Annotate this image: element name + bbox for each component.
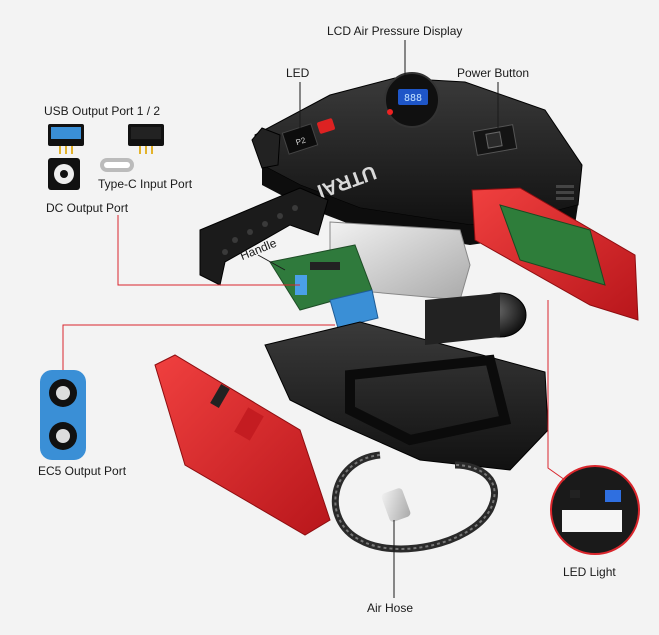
type-c-port-icon — [100, 158, 134, 172]
leader-lines — [257, 40, 499, 598]
label-air-hose: Air Hose — [367, 601, 414, 615]
led-panel: P2 — [281, 118, 335, 155]
label-type-c-input: Type-C Input Port — [98, 177, 193, 191]
label-led: LED — [286, 66, 310, 80]
usb-port-2-icon — [128, 124, 164, 154]
label-power-button: Power Button — [457, 66, 530, 80]
battery-pack — [269, 221, 471, 311]
red-leader-lines — [62, 215, 566, 481]
label-dc-output: DC Output Port — [46, 201, 129, 215]
usb-port-1-icon — [48, 124, 84, 154]
label-led-light: LED Light — [563, 565, 616, 579]
led-indicator-text: P2 — [295, 135, 308, 147]
dc-port-icon — [48, 158, 80, 190]
label-usb-output: USB Output Port 1 / 2 — [44, 104, 161, 118]
right-red-shell — [471, 187, 639, 321]
power-button-part — [472, 124, 518, 156]
lcd-display: 888 — [384, 72, 440, 128]
handle-part — [199, 187, 329, 286]
led-light-zoom — [550, 465, 640, 555]
bottom-housing — [264, 292, 549, 471]
lcd-reading: 888 — [404, 93, 422, 104]
ec5-usb-block — [329, 289, 379, 329]
left-red-shell — [154, 354, 331, 536]
air-hose-part — [331, 451, 498, 553]
label-lcd-display: LCD Air Pressure Display — [327, 24, 463, 38]
label-ec5-output: EC5 Output Port — [38, 464, 127, 478]
ec5-port-icon — [40, 370, 86, 460]
